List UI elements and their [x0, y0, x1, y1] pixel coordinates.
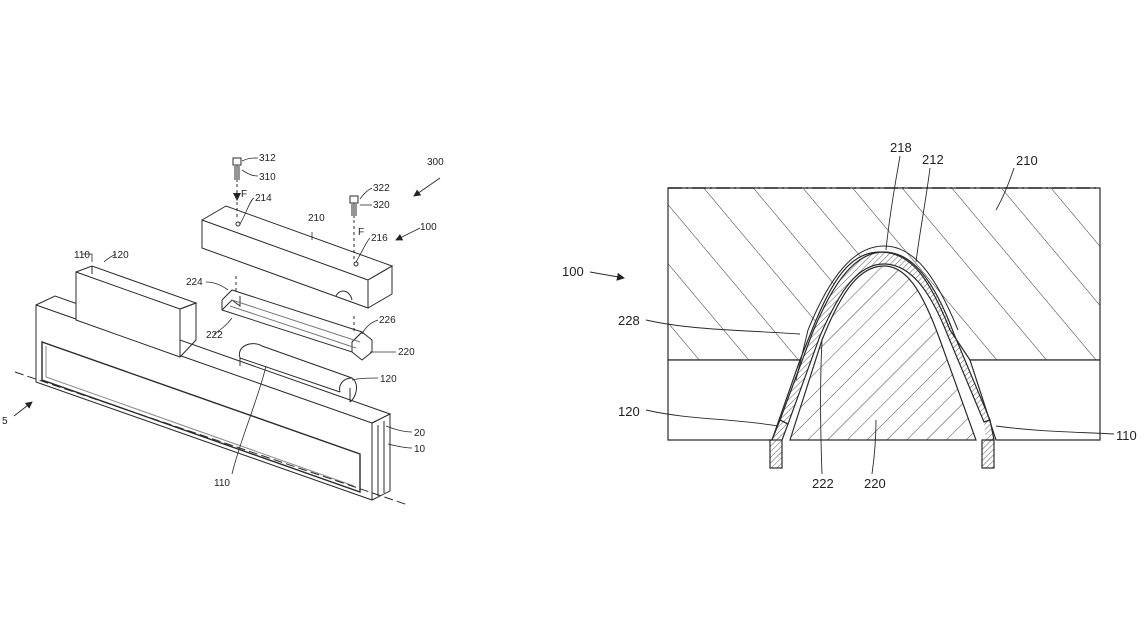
layer-228-edge: [795, 329, 809, 381]
label-120-top: 120: [112, 250, 129, 261]
axis-centerline: [14, 371, 409, 506]
label-224: 224: [186, 277, 203, 288]
label-210-right: 210: [1016, 153, 1038, 168]
arrow-100-left: [395, 227, 421, 241]
arrow-5: [13, 401, 33, 417]
label-222-left: 222: [206, 330, 223, 341]
leader-lines-left: [82, 157, 413, 475]
label-312: 312: [259, 153, 276, 164]
label-20: 20: [414, 428, 426, 439]
label-212: 212: [922, 152, 944, 167]
foot-120-right: [981, 439, 995, 469]
label-10: 10: [414, 444, 426, 455]
label-322: 322: [373, 183, 390, 194]
label-214: 214: [255, 193, 272, 204]
label-226: 226: [379, 315, 396, 326]
foot-joint-left: [771, 419, 789, 441]
label-110-bottom: 110: [214, 478, 230, 489]
insert-220: [221, 289, 373, 361]
label-120-bulge: 120: [380, 374, 397, 385]
leader-lines-right: [645, 155, 1115, 475]
label-220-left: 220: [398, 347, 415, 358]
label-220-right: 220: [864, 476, 886, 491]
insert-220-section: [789, 265, 977, 441]
label-216: 216: [371, 233, 388, 244]
sheet-110: [75, 265, 198, 358]
label-218: 218: [890, 140, 912, 155]
bolt-310: [232, 157, 242, 220]
block-210: [201, 205, 394, 309]
label-222-right: 222: [812, 476, 834, 491]
bulge-110-120: [238, 343, 357, 403]
label-force-f-2: F: [358, 227, 364, 238]
label-100-right: 100: [562, 264, 584, 279]
panel-assembly-10: [35, 295, 392, 501]
foot-joint-right: [983, 419, 995, 441]
label-100-left: 100: [420, 222, 437, 233]
layer-212-outline: [807, 245, 959, 331]
label-320: 320: [373, 200, 390, 211]
label-5: 5: [2, 416, 8, 427]
label-110-top: 110: [74, 250, 90, 261]
label-110-right: 110: [1116, 428, 1137, 443]
foot-120-left: [769, 439, 783, 469]
label-300: 300: [427, 157, 444, 168]
cross-section-figure: [667, 187, 1101, 469]
label-120-right: 120: [618, 404, 640, 419]
arrow-300: [413, 177, 441, 197]
exploded-view-figure: [13, 157, 441, 506]
label-210-left: 210: [308, 213, 325, 224]
label-228: 228: [618, 313, 640, 328]
right-figure-labels: 218 212 210 100 228 120 110 222 220: [562, 140, 1137, 491]
left-figure-labels: 312 310 300 322 320 214 F 210 216 F 100 …: [2, 153, 444, 489]
label-force-f-1: F: [241, 189, 247, 200]
bolt-320: [349, 195, 359, 262]
arrow-100-right: [589, 271, 625, 281]
label-310: 310: [259, 172, 276, 183]
